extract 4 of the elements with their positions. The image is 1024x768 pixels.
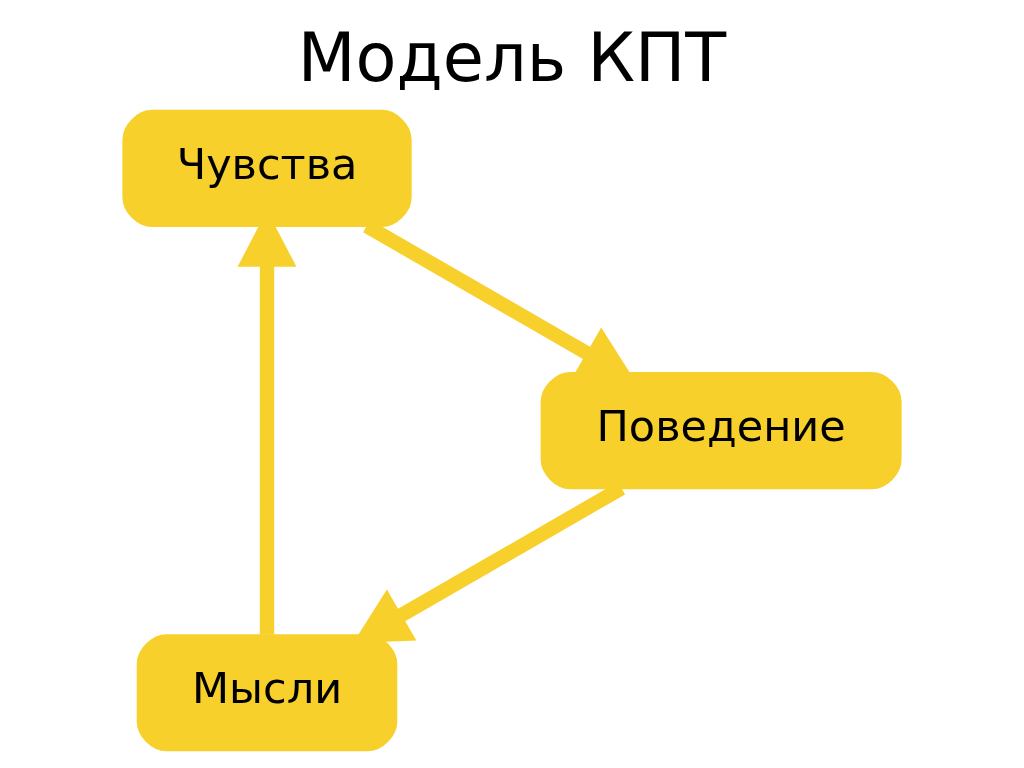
node-box: Чувства xyxy=(122,109,412,227)
node-box: Поведение xyxy=(540,372,902,490)
diagram-title: Модель КПТ xyxy=(297,18,727,97)
node-box: Мысли xyxy=(136,634,398,752)
